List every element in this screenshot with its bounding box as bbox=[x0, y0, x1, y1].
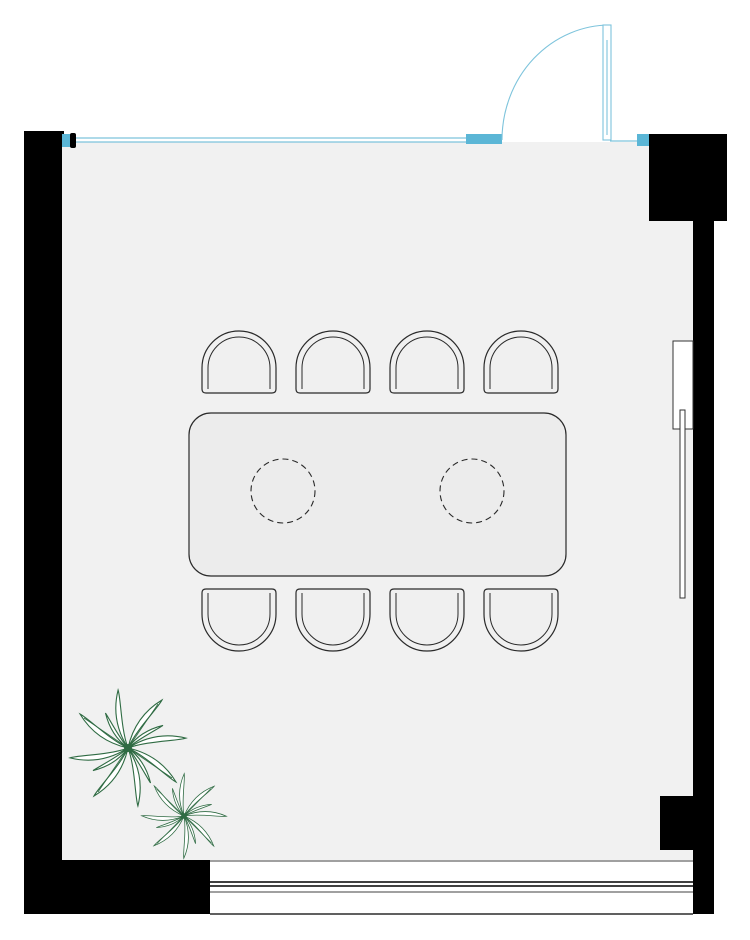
conference-table-icon bbox=[188, 412, 567, 577]
top-right-column bbox=[649, 134, 727, 221]
chairs-bottom-row bbox=[201, 588, 559, 652]
chair-icon bbox=[201, 330, 277, 394]
chair-icon bbox=[389, 588, 465, 652]
chair-icon bbox=[295, 588, 371, 652]
chair-icon bbox=[201, 588, 277, 652]
right-wall bbox=[693, 134, 714, 914]
bottom-left-wall bbox=[24, 860, 210, 914]
sliding-door-icon bbox=[672, 340, 694, 599]
plant-icon bbox=[140, 772, 228, 860]
top-left-pier bbox=[24, 131, 64, 143]
exterior-walls-icon bbox=[24, 131, 727, 914]
swing-door-icon bbox=[501, 24, 612, 141]
chair-icon bbox=[389, 330, 465, 394]
chair-icon bbox=[483, 330, 559, 394]
floor-outlet-icon bbox=[250, 458, 316, 524]
chairs-top-row bbox=[201, 330, 559, 394]
glazing-bottom-icon bbox=[210, 860, 693, 915]
chair-icon bbox=[483, 588, 559, 652]
floor-outlet-icon bbox=[439, 458, 505, 524]
window-strip-icon bbox=[62, 133, 649, 148]
chair-icon bbox=[295, 330, 371, 394]
plant-icon bbox=[68, 688, 188, 808]
bottom-right-column bbox=[660, 796, 714, 850]
left-wall bbox=[24, 131, 62, 914]
